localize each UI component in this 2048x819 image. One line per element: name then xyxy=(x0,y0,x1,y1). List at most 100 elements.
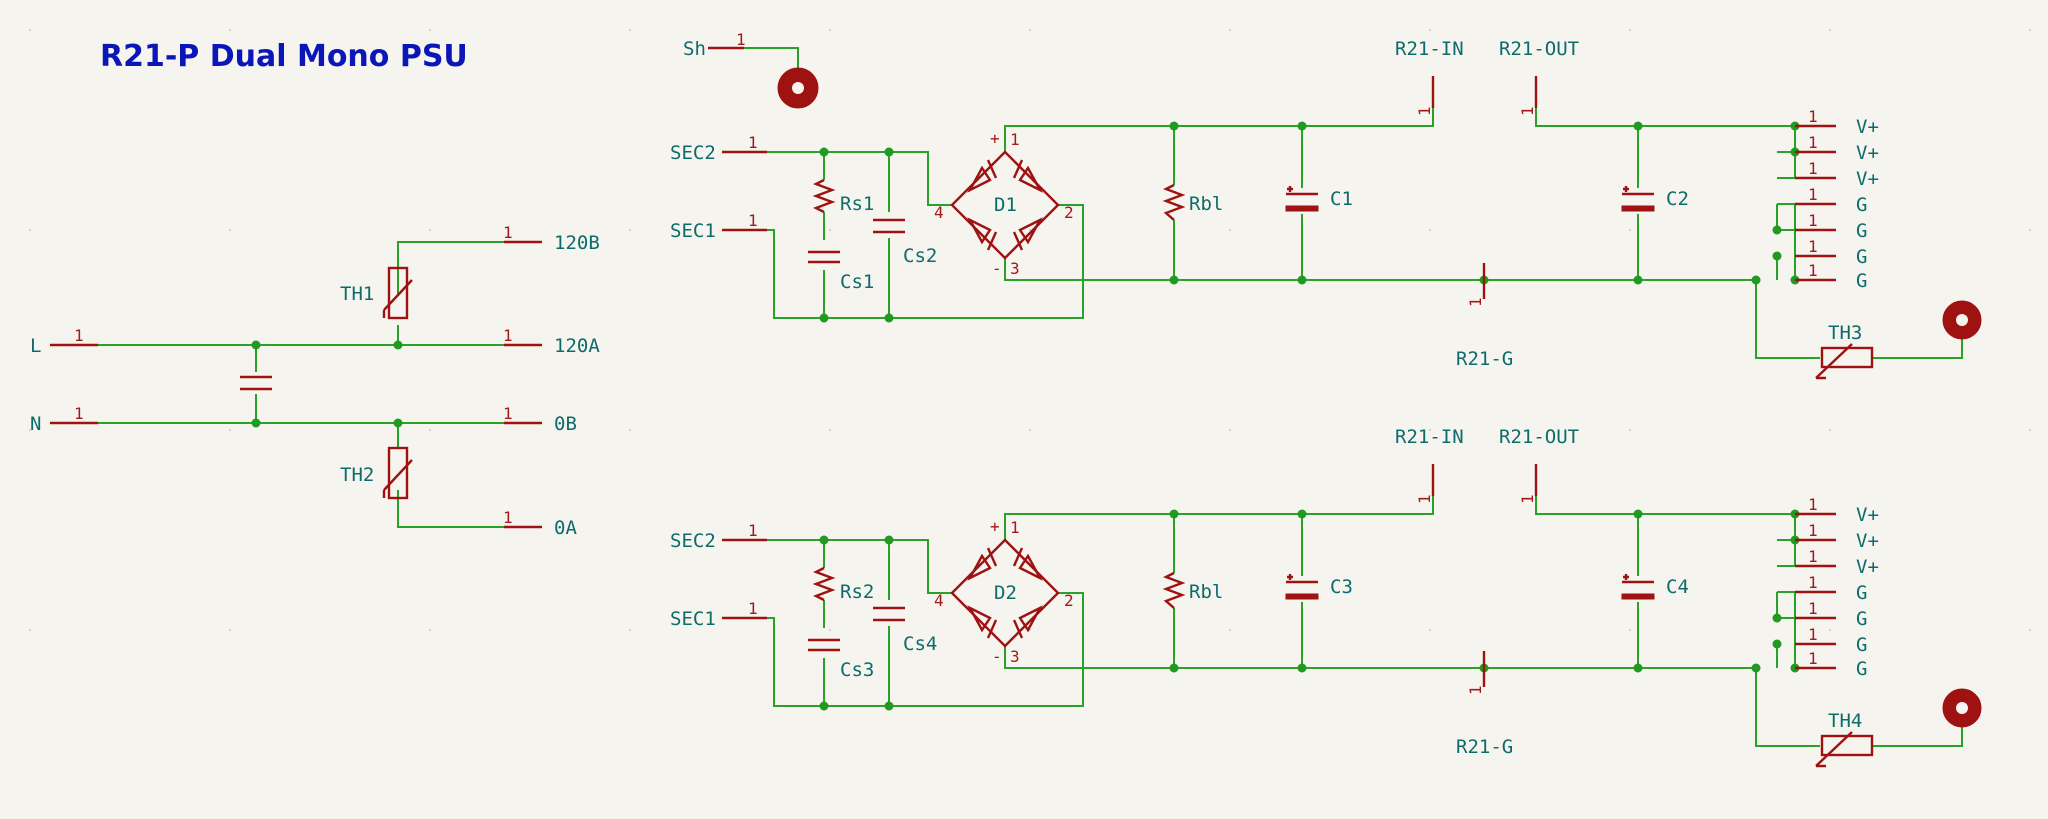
pin-number: 1 xyxy=(1808,261,1818,280)
grid-dot xyxy=(1629,229,1631,231)
grid-dot xyxy=(829,29,831,31)
resistor-rbl-symbol xyxy=(1162,571,1186,609)
electrolytic-capacitor-c2-symbol xyxy=(1621,186,1655,212)
junction xyxy=(393,418,403,428)
pin-number: 1 xyxy=(1808,107,1818,126)
rail-output-label: V+ xyxy=(1856,168,1879,190)
grid-dot xyxy=(1429,229,1431,231)
thermistor-label-th3: TH3 xyxy=(1828,322,1862,344)
junction xyxy=(251,340,261,350)
grid-dot xyxy=(229,229,231,231)
grid-dot xyxy=(1629,429,1631,431)
rail-output-label: V+ xyxy=(1856,556,1879,578)
grid-dot xyxy=(2029,29,2031,31)
pin-number: 1 xyxy=(1808,547,1818,566)
capacitor-cs3-label: Cs3 xyxy=(840,659,874,681)
reg-out-label: R21-OUT xyxy=(1499,426,1579,448)
grid-dot xyxy=(229,429,231,431)
rail-output-label: V+ xyxy=(1856,504,1879,526)
pin-number: 1 xyxy=(74,404,84,423)
sec1-label: SEC1 xyxy=(670,220,716,242)
input-label-n: N xyxy=(30,413,41,435)
pin-number: 1 xyxy=(1518,106,1537,116)
pin-number: 1 xyxy=(1518,494,1537,504)
pin-number: 1 xyxy=(1808,495,1818,514)
junction xyxy=(393,340,403,350)
rail-output-label: G xyxy=(1856,658,1867,680)
pin-number: 1 xyxy=(1808,237,1818,256)
sec1-label: SEC1 xyxy=(670,608,716,630)
grid-dot xyxy=(629,229,631,231)
grid-dot xyxy=(1029,29,1031,31)
rail-output-label: G xyxy=(1856,246,1867,268)
electrolytic-capacitor-c4-symbol xyxy=(1621,574,1655,600)
grid-dot xyxy=(2029,229,2031,231)
grid-dot xyxy=(1629,629,1631,631)
bridge-pin-minus: - xyxy=(992,647,1002,666)
bridge-label: D1 xyxy=(994,194,1017,216)
bleeder-label: Rbl xyxy=(1189,193,1223,215)
wire-ground-rail xyxy=(1004,646,1759,669)
electrolytic-capacitor-c3-symbol xyxy=(1285,574,1319,600)
grid-dot xyxy=(829,629,831,631)
resistor-rbl-symbol xyxy=(1162,183,1186,221)
reg-gnd-label: R21-G xyxy=(1456,348,1513,370)
pin-number: 1 xyxy=(1415,106,1434,116)
grid-dot xyxy=(1829,629,1831,631)
rail-output-label: G xyxy=(1856,582,1867,604)
pin-number: 1 xyxy=(748,211,758,230)
bridge-pin-4: 4 xyxy=(934,203,944,222)
grid-dot xyxy=(829,229,831,231)
rail-output-label: G xyxy=(1856,608,1867,630)
grid-dot xyxy=(1429,629,1431,631)
reg-in-label: R21-IN xyxy=(1395,426,1464,448)
output-label-0b: 0B xyxy=(554,413,577,435)
pin-number: 1 xyxy=(1808,211,1818,230)
bridge-rectifier-d1-symbol xyxy=(950,150,1060,260)
grid-dot xyxy=(429,29,431,31)
wire-connector-stubs xyxy=(1777,151,1795,231)
rail-output-label: V+ xyxy=(1856,116,1879,138)
grid-dot xyxy=(29,629,31,631)
pin-number: 1 xyxy=(503,404,513,423)
output-label-120b: 120B xyxy=(554,232,600,254)
grid-dot xyxy=(1029,429,1031,431)
capacitor-cs1-label: Cs1 xyxy=(840,271,874,293)
rail-output-label: G xyxy=(1856,194,1867,216)
capacitor-cs4-symbol xyxy=(873,606,905,622)
capacitor-cs2-symbol xyxy=(873,218,905,234)
capacitor-c2-label: C2 xyxy=(1666,188,1689,210)
reg-in-label: R21-IN xyxy=(1395,38,1464,60)
pin-number: 1 xyxy=(1808,159,1818,178)
pin-number: 1 xyxy=(1808,185,1818,204)
grid-dot xyxy=(629,29,631,31)
resistor-rs2-symbol xyxy=(812,566,836,602)
thermistor-th3-symbol xyxy=(1815,343,1874,380)
rail-output-label: G xyxy=(1856,634,1867,656)
input-label-l: L xyxy=(30,335,41,357)
grid-dot xyxy=(1229,229,1231,231)
pin-number: 1 xyxy=(748,133,758,152)
wire-sec1-loop xyxy=(767,592,1084,707)
wire-output-rail xyxy=(1535,496,1795,515)
bridge-pin-plus: + xyxy=(990,517,1000,536)
channel-2: SEC2 SEC1 1 1 Rs2 Cs3 Cs4 D2 + 1 2 3 4 -… xyxy=(670,426,1982,768)
capacitor-c1-label: C1 xyxy=(1330,188,1353,210)
grid-dot xyxy=(1229,629,1231,631)
bridge-rectifier-d2-symbol xyxy=(950,538,1060,648)
grid-dot xyxy=(1629,29,1631,31)
capacitor-cs4-label: Cs4 xyxy=(903,633,937,655)
grid-dot xyxy=(29,429,31,431)
grid-dot xyxy=(629,429,631,431)
bleeder-label: Rbl xyxy=(1189,581,1223,603)
rail-output-label: V+ xyxy=(1856,142,1879,164)
junctions xyxy=(819,121,1800,323)
thermistor-label-th4: TH4 xyxy=(1828,710,1862,732)
sec2-label: SEC2 xyxy=(670,530,716,552)
rail-output-label: V+ xyxy=(1856,530,1879,552)
sheet-grid xyxy=(29,29,2031,631)
grid-dot xyxy=(1029,229,1031,231)
pin-number: 1 xyxy=(1808,599,1818,618)
mains-input-section: L N 1 1 TH1 TH2 1 1 1 1 120B 120A 0B 0A xyxy=(30,223,600,539)
